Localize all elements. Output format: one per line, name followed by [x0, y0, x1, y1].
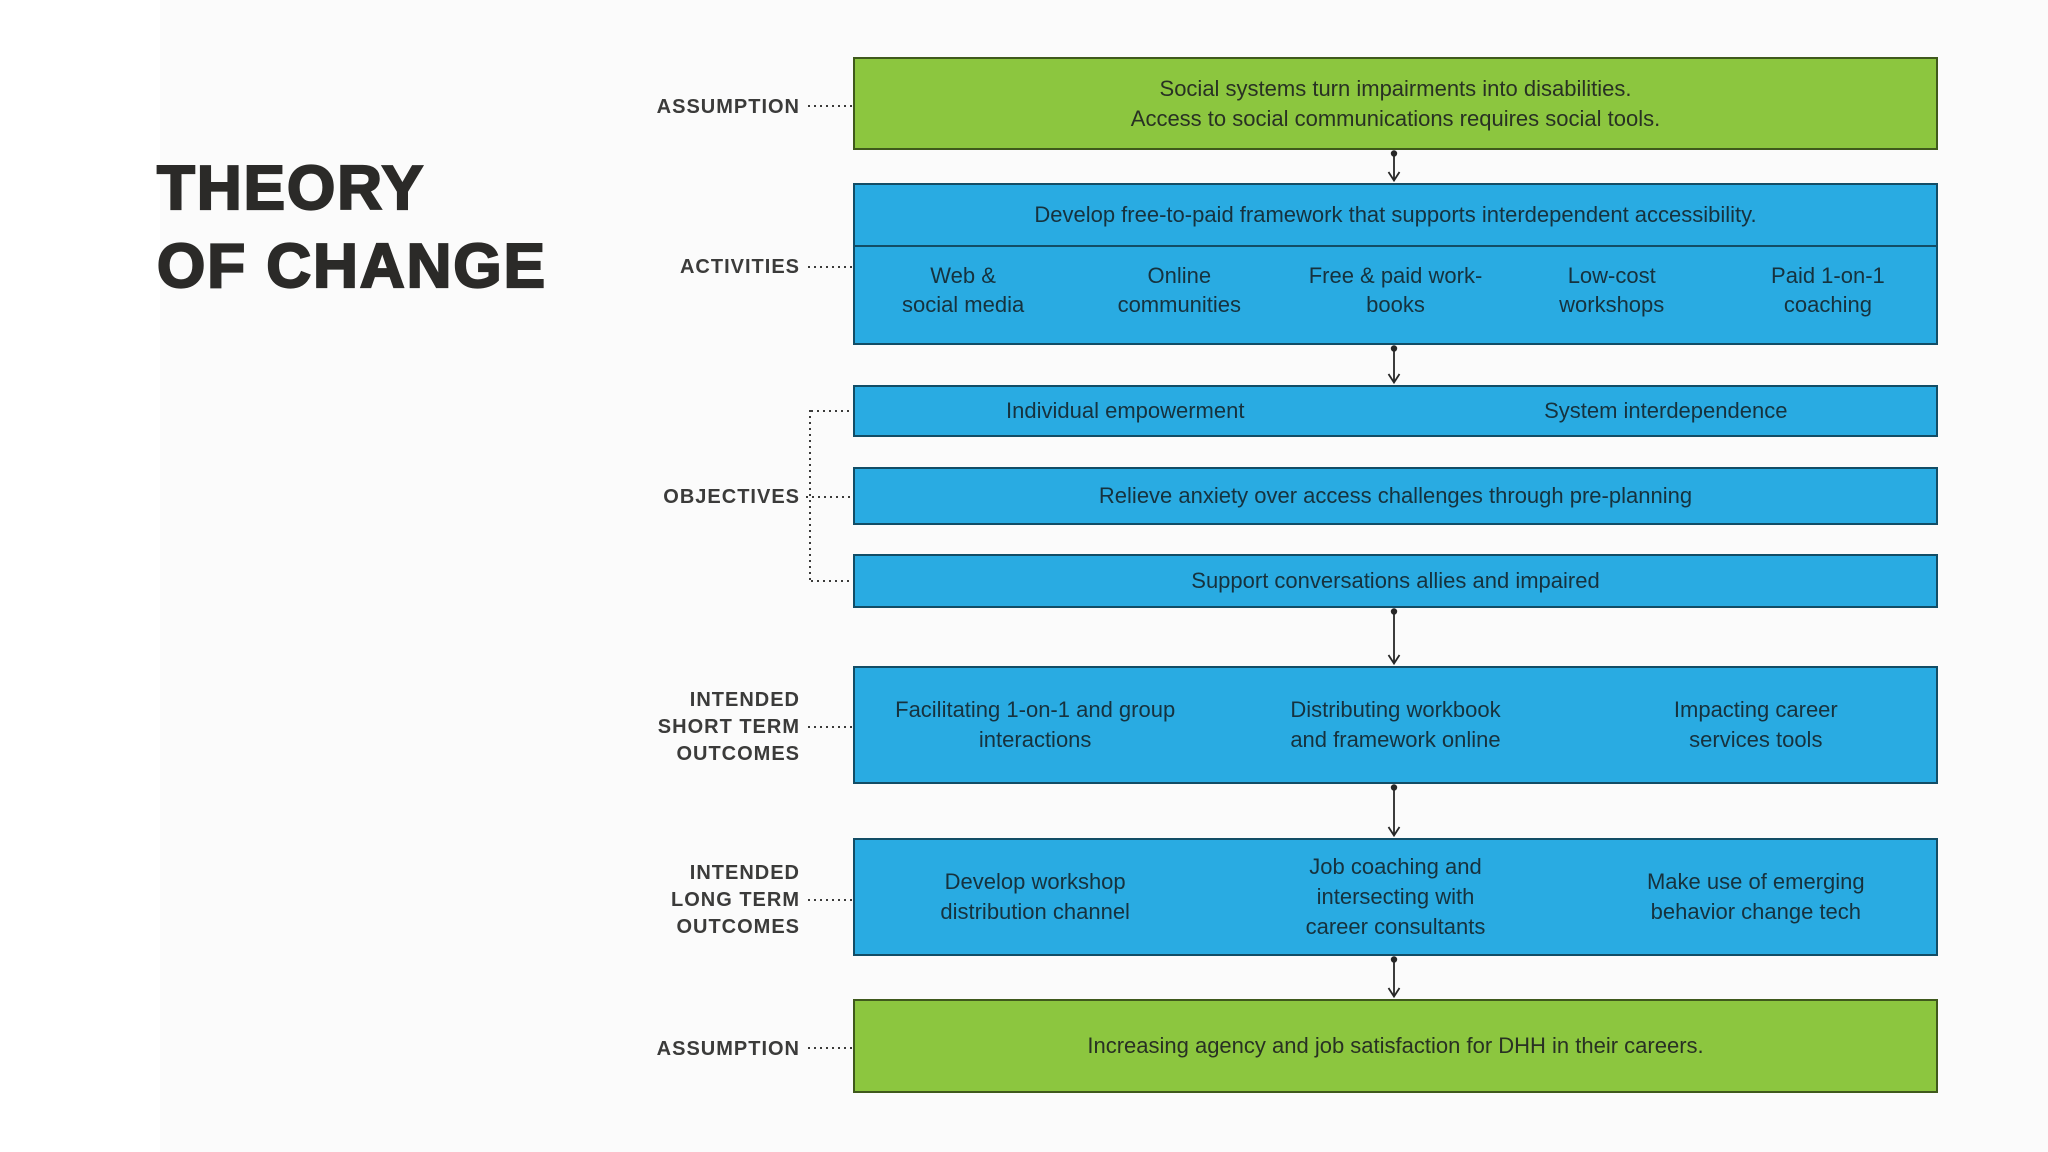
box-objectives-row1: Individual empowerment System interdepen…	[853, 385, 1938, 437]
leader-objectives-mid	[806, 496, 853, 498]
activities-columns: Web & social media Online communities Fr…	[855, 247, 1936, 343]
down-arrow-icon	[1387, 784, 1401, 838]
leader-short-term	[808, 726, 853, 728]
short-term-item: Impacting career services tools	[1673, 697, 1838, 752]
box-short-term-outcomes: Facilitating 1-on-1 and group interactio…	[853, 666, 1938, 784]
page-title: THEORY OF CHANGE	[156, 153, 547, 302]
box-objectives-row3: Support conversations allies and impaire…	[853, 554, 1938, 608]
activity-item: Paid 1-on-1 coaching	[1771, 263, 1885, 317]
leader-objectives-bottom	[811, 580, 853, 582]
leader-objectives-top	[811, 410, 853, 412]
label-activities: ACTIVITIES	[679, 256, 800, 278]
assumption-bottom-text: Increasing agency and job satisfaction f…	[1087, 1033, 1704, 1058]
leader-long-term	[808, 899, 853, 901]
activity-item: Web & social media	[901, 263, 1025, 317]
objective-item: Relieve anxiety over access challenges t…	[1098, 483, 1693, 508]
activity-item: Low-cost workshops	[1559, 263, 1665, 317]
activity-item: Online communities	[1117, 263, 1242, 317]
down-arrow-icon	[1387, 956, 1401, 999]
label-objectives: OBJECTIVES	[663, 486, 800, 508]
leader-assumption-top	[808, 105, 853, 107]
label-assumption-bottom: ASSUMPTION	[656, 1038, 800, 1060]
box-activities: Develop free-to-paid framework that supp…	[853, 183, 1938, 345]
objective-item: Support conversations allies and impaire…	[1191, 568, 1600, 593]
label-assumption-top: ASSUMPTION	[656, 96, 800, 118]
activities-header-text: Develop free-to-paid framework that supp…	[855, 185, 1936, 247]
leader-assumption-bottom	[808, 1047, 853, 1049]
down-arrow-icon	[1387, 345, 1401, 385]
down-arrow-icon	[1387, 150, 1401, 183]
leader-objectives-bracket	[809, 410, 811, 582]
leader-activities	[808, 266, 853, 268]
label-short-term-outcomes: INTENDED SHORT TERM OUTCOMES	[657, 689, 800, 765]
label-long-term-outcomes: INTENDED LONG TERM OUTCOMES	[671, 862, 800, 938]
box-assumption-top: Social systems turn impairments into dis…	[853, 57, 1938, 150]
long-term-item: Develop workshop distribution channel	[940, 869, 1130, 924]
short-term-item: Facilitating 1-on-1 and group interactio…	[895, 697, 1176, 752]
short-term-item: Distributing workbook and framework onli…	[1290, 697, 1501, 752]
assumption-top-text: Social systems turn impairments into dis…	[1130, 75, 1661, 131]
objective-item: Individual empowerment	[1006, 398, 1245, 423]
box-assumption-bottom: Increasing agency and job satisfaction f…	[853, 999, 1938, 1093]
down-arrow-icon	[1387, 608, 1401, 666]
objective-item: System interdependence	[1544, 398, 1788, 423]
box-objectives-row2: Relieve anxiety over access challenges t…	[853, 467, 1938, 525]
long-term-item: Job coaching and intersecting with caree…	[1305, 854, 1486, 939]
activity-item: Free & paid work- books	[1308, 263, 1483, 317]
box-long-term-outcomes: Develop workshop distribution channel Jo…	[853, 838, 1938, 956]
long-term-item: Make use of emerging behavior change tec…	[1646, 869, 1865, 924]
